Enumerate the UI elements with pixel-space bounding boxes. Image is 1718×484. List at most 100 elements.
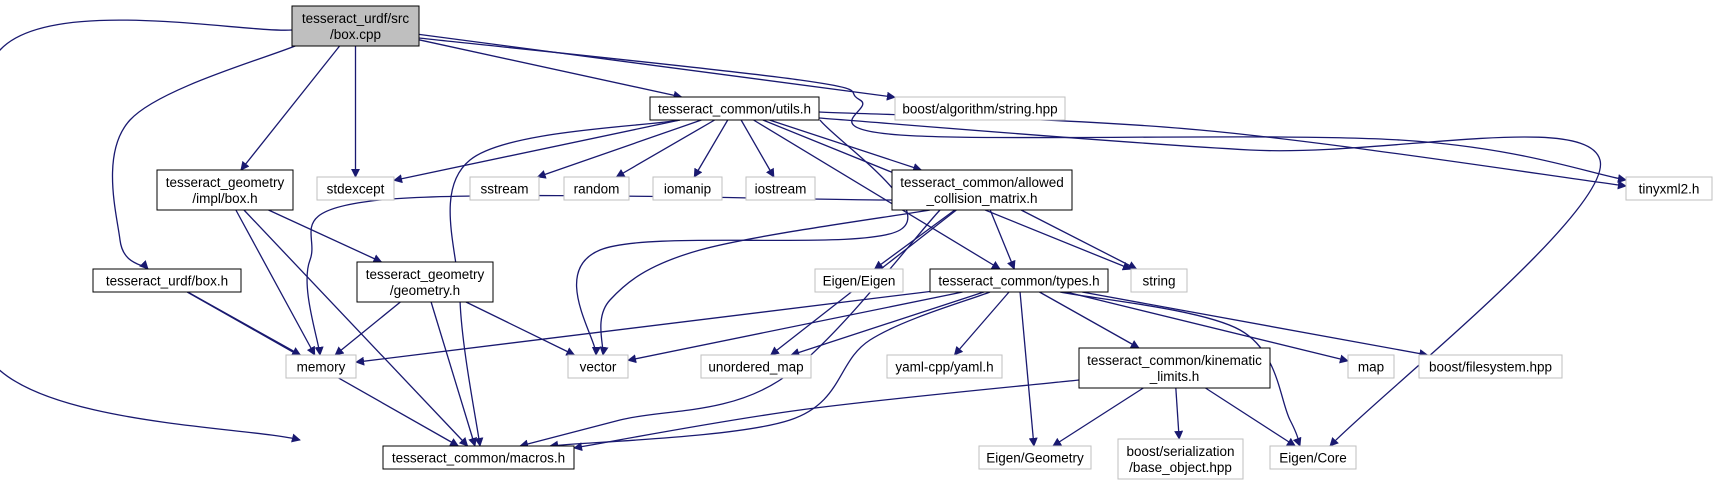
edge-types_h-to-map — [1065, 291, 1349, 364]
node-box — [1117, 438, 1244, 480]
node-types-h[interactable]: tesseract_common/types.h — [929, 268, 1109, 293]
edge-root-to-utils_h — [418, 39, 683, 100]
node-random: random — [563, 176, 630, 201]
node-box — [156, 169, 294, 211]
node-label: tesseract_common/types.h — [938, 274, 1099, 289]
node-label: /geometry.h — [390, 283, 460, 298]
node-box — [567, 354, 629, 379]
edge-geom_box_h-to-geometry_h — [268, 209, 383, 263]
node-yaml: yaml-cpp/yaml.h — [886, 354, 1003, 379]
node-geom-box-h[interactable]: tesseract_geometry/impl/box.h — [156, 169, 294, 211]
edge-utils_h-to-acm_h — [769, 119, 923, 172]
node-vector: vector — [567, 354, 629, 379]
edge-types_h-to-memory — [355, 290, 931, 366]
node-label: Eigen/Geometry — [986, 451, 1084, 466]
node-label: Eigen/Eigen — [823, 274, 896, 289]
edge-kin_limits_h-to-eigen_core — [1205, 387, 1296, 447]
node-acm-h[interactable]: tesseract_common/allowed_collision_matri… — [891, 169, 1073, 211]
node-box — [978, 445, 1092, 470]
node-box — [1625, 176, 1713, 201]
node-label: random — [574, 182, 620, 197]
node-box — [1269, 445, 1357, 470]
node-box — [1418, 354, 1563, 379]
node-label: boost/filesystem.hpp — [1429, 360, 1552, 375]
node-label: tesseract_common/kinematic — [1087, 353, 1262, 368]
node-kin-limits-h[interactable]: tesseract_common/kinematic_limits.h — [1078, 347, 1271, 389]
node-label: boost/serialization — [1126, 444, 1234, 459]
node-label: /base_object.hpp — [1129, 460, 1232, 475]
node-iomanip: iomanip — [652, 176, 723, 201]
node-label: tesseract_geometry — [366, 267, 485, 282]
node-label: tesseract_common/utils.h — [658, 102, 811, 117]
node-label: stdexcept — [327, 182, 385, 197]
edge-root-to-urdf_box_h — [111, 43, 301, 270]
edge-acm_h-to-eigen_eigen — [873, 209, 956, 270]
edge-geometry_h-to-memory — [334, 301, 401, 356]
edge-kin_limits_h-to-boost_serial — [1174, 387, 1184, 440]
node-label: tesseract_common/allowed — [900, 175, 1064, 190]
node-label: _limits.h — [1149, 369, 1200, 384]
node-box — [649, 96, 820, 121]
node-utils-h[interactable]: tesseract_common/utils.h — [649, 96, 820, 121]
edge-acm_h-to-macros_h — [519, 209, 941, 449]
node-geometry-h[interactable]: tesseract_geometry/geometry.h — [356, 261, 494, 303]
node-label: Eigen/Core — [1279, 451, 1347, 466]
node-box — [316, 176, 395, 201]
node-root[interactable]: tesseract_urdf/src/box.cpp — [291, 5, 420, 47]
node-box — [291, 5, 420, 47]
edge-types_h-to-vector — [627, 291, 963, 364]
node-label: map — [1358, 360, 1384, 375]
edge-acm_h-to-memory — [306, 194, 893, 356]
edge-utils_h-to-iomanip — [693, 119, 729, 178]
node-eigen-geometry: Eigen/Geometry — [978, 445, 1092, 470]
node-label: /impl/box.h — [192, 191, 257, 206]
edge-root-to-geom_box_h — [240, 45, 341, 171]
node-macros-h[interactable]: tesseract_common/macros.h — [382, 445, 575, 470]
edge-geometry_h-to-vector — [465, 301, 576, 356]
edge-root-to-macros_h — [0, 19, 301, 443]
node-box — [382, 445, 575, 470]
node-box — [1347, 354, 1395, 379]
node-unordered-map: unordered_map — [700, 354, 812, 379]
node-label: /box.cpp — [330, 27, 381, 42]
edge-utils_h-to-sstream — [536, 119, 702, 179]
node-box — [92, 268, 242, 293]
node-sstream: sstream — [469, 176, 540, 201]
node-boost-fs: boost/filesystem.hpp — [1418, 354, 1563, 379]
node-label: tinyxml2.h — [1639, 182, 1700, 197]
edge-types_h-to-kin_limits_h — [1039, 291, 1140, 349]
edge-utils_h-to-random — [615, 119, 715, 178]
edge-geometry_h-to-macros_h — [430, 301, 477, 447]
node-box — [886, 354, 1003, 379]
node-box — [814, 268, 904, 293]
edges-layer — [0, 19, 1627, 452]
node-box — [1130, 268, 1188, 293]
node-boost-string: boost/algorithm/string.hpp — [894, 96, 1066, 121]
node-urdf-box-h[interactable]: tesseract_urdf/box.h — [92, 268, 242, 293]
node-box — [700, 354, 812, 379]
node-string: string — [1130, 268, 1188, 293]
edge-acm_h-to-types_h — [989, 209, 1016, 270]
node-box — [891, 169, 1073, 211]
edge-types_h-to-boost_fs — [1081, 291, 1429, 358]
node-box — [285, 354, 357, 379]
edge-types_h-to-eigen_geometry — [1019, 291, 1038, 447]
node-label: boost/algorithm/string.hpp — [902, 102, 1057, 117]
node-label: iostream — [755, 182, 807, 197]
node-label: iomanip — [664, 182, 711, 197]
node-iostream: iostream — [745, 176, 816, 201]
node-label: yaml-cpp/yaml.h — [895, 360, 993, 375]
node-box — [929, 268, 1109, 293]
node-eigen-eigen: Eigen/Eigen — [814, 268, 904, 293]
edge-types_h-to-unordered_map — [790, 291, 985, 357]
node-label: _collision_matrix.h — [925, 191, 1037, 206]
edge-root-to-boost_string — [418, 33, 896, 101]
nodes-layer: tesseract_urdf/src/box.cpp tesseract_comm… — [92, 5, 1713, 480]
node-box — [563, 176, 630, 201]
node-box — [469, 176, 540, 201]
node-boost-serial: boost/serialization/base_object.hpp — [1117, 438, 1244, 480]
edge-utils_h-to-macros_h — [449, 119, 681, 447]
edge-utils_h-to-eigen_core — [818, 117, 1601, 447]
node-label: vector — [580, 360, 617, 375]
